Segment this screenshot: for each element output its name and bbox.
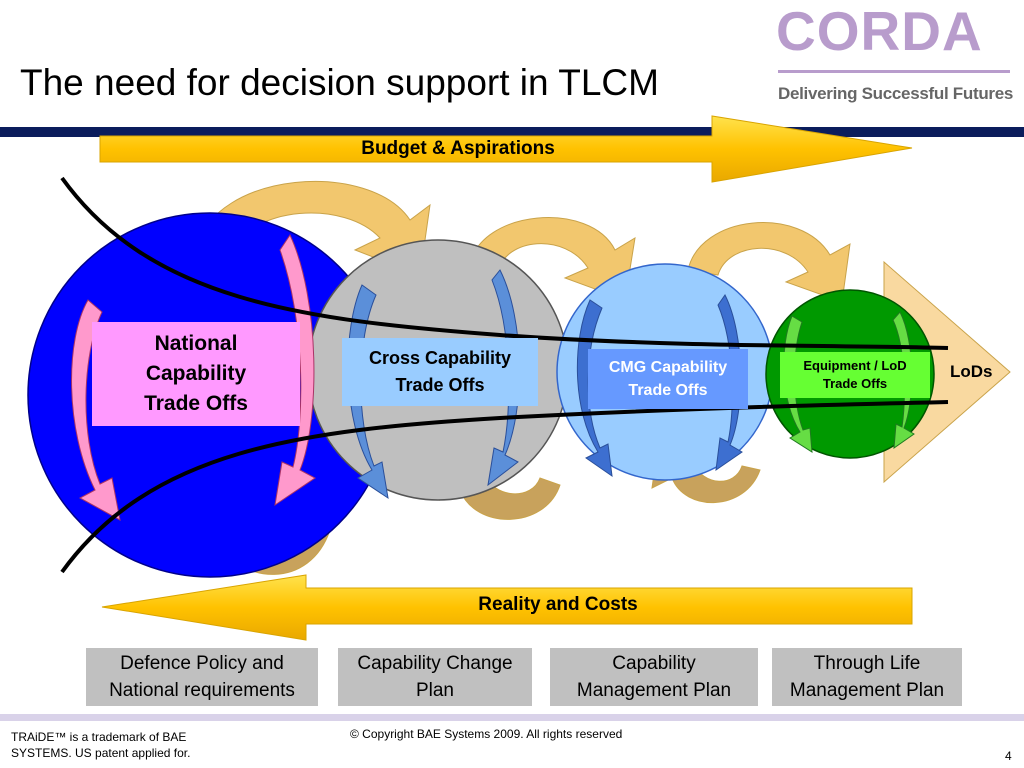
cycle-arrow-1-top xyxy=(194,180,431,276)
copyright-notice: © Copyright BAE Systems 2009. All rights… xyxy=(350,727,623,741)
lods-label: LoDs xyxy=(950,362,993,381)
cross-label-line-2: Trade Offs xyxy=(395,375,485,395)
equip-label-line-1: Equipment / LoD xyxy=(803,358,907,373)
reality-costs-label: Reality and Costs xyxy=(478,594,638,615)
equipment-lod-label: Equipment / LoD Trade Offs xyxy=(780,352,930,398)
national-label-line-1: National xyxy=(154,332,238,355)
phase-3-line-1: Through Life xyxy=(813,653,921,674)
page-title: The need for decision support in TLCM xyxy=(20,62,659,103)
phase-1-line-2: Plan xyxy=(415,680,454,701)
phase-2-line-1: Capability xyxy=(612,653,696,674)
cmg-label-line-1: CMG Capability xyxy=(608,359,728,376)
national-label-line-3: Trade Offs xyxy=(144,392,248,415)
budget-arrow xyxy=(99,115,913,183)
cross-label-line-1: Cross Capability xyxy=(368,348,512,368)
phase-3-line-2: Management Plan xyxy=(789,680,945,701)
trademark-notice: TRAiDE™ is a trademark of BAE SYSTEMS. U… xyxy=(11,729,251,761)
logo-underline xyxy=(778,70,1010,73)
logo-tagline: Delivering Successful Futures xyxy=(778,84,1014,103)
phase-2-line-2: Management Plan xyxy=(576,680,732,701)
cycle-arrow-2-top xyxy=(469,217,636,301)
budget-aspirations-label: Budget & Aspirations xyxy=(361,138,555,159)
national-label-line-2: Capability xyxy=(145,362,247,385)
phase-0-line-1: Defence Policy and xyxy=(120,653,284,674)
page-number: 4 xyxy=(1005,749,1012,763)
header-divider-bar xyxy=(0,127,1024,137)
trademark-line-2: SYSTEMS. US patent applied for. xyxy=(11,746,191,760)
corda-logo: CORDA xyxy=(776,0,983,62)
reality-curve xyxy=(60,400,949,574)
cmg-label-line-2: Trade Offs xyxy=(628,382,708,399)
cross-capability-label: Cross Capability Trade Offs xyxy=(342,338,538,406)
phase-1-line-1: Capability Change xyxy=(357,653,513,674)
cycle-arrow-3-top xyxy=(687,222,851,303)
equip-label-line-2: Trade Offs xyxy=(822,376,888,391)
aspiration-curve xyxy=(60,176,949,350)
national-capability-label: National Capability Trade Offs xyxy=(92,322,300,426)
footer-divider-bar xyxy=(0,714,1024,721)
phase-0-line-2: National requirements xyxy=(109,680,295,701)
reality-arrow xyxy=(101,574,913,641)
trademark-line-1: TRAiDE™ is a trademark of BAE xyxy=(11,730,187,744)
inner-arrows-cmg xyxy=(576,294,743,478)
cmg-capability-label: CMG Capability Trade Offs xyxy=(588,349,748,409)
